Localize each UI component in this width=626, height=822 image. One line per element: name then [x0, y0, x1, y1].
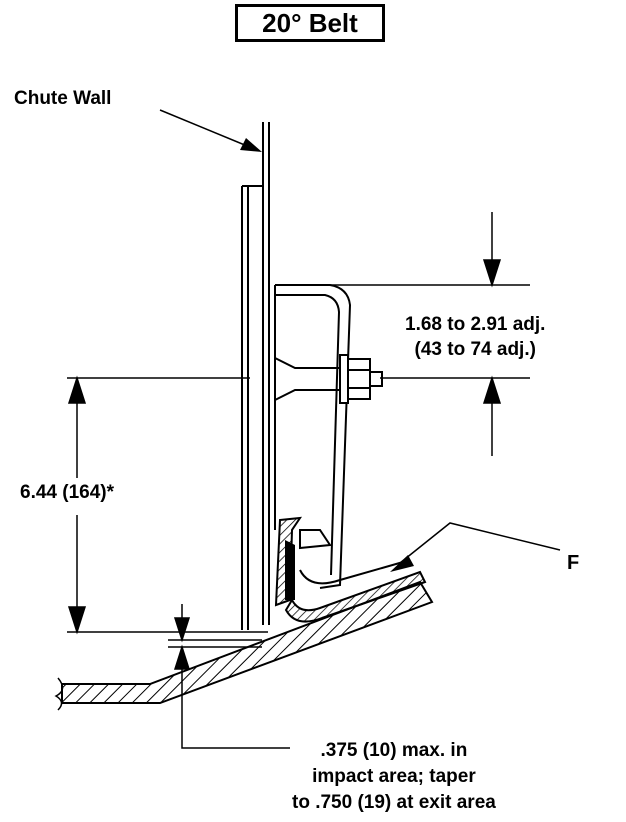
- adjustment-range-dimension-lines: [330, 212, 530, 456]
- adjustment-bolt: [274, 354, 383, 404]
- gap-note-line-2: impact area; taper: [312, 766, 476, 787]
- callout-f-leader: [390, 522, 561, 572]
- gap-note: .375 (10) max. in impact area; taper to …: [292, 738, 496, 816]
- chute-wall-label: Chute Wall: [14, 88, 112, 109]
- gap-note-line-1: .375 (10) max. in: [320, 740, 468, 761]
- height-dimension-lines: [67, 375, 268, 635]
- chute-wall: [262, 122, 270, 625]
- gap-note-line-3: to .750 (19) at exit area: [292, 792, 496, 813]
- diagram-title: 20° Belt: [235, 4, 385, 42]
- adjustment-range-inches: 1.68 to 2.91 adj.: [405, 314, 546, 335]
- gap-dimension-lines: [168, 604, 290, 749]
- belt-break-mark: [54, 677, 64, 711]
- chute-wall-leader: [159, 109, 262, 152]
- adjustment-range-mm: (43 to 74 adj.): [414, 339, 536, 360]
- callout-f-label: F: [567, 552, 580, 574]
- mounting-plate: [241, 185, 263, 630]
- seal-strip: [274, 516, 427, 623]
- height-dimension-label: 6.44 (164)*: [20, 482, 115, 503]
- adjustment-range-dimension: 1.68 to 2.91 adj. (43 to 74 adj.): [405, 312, 545, 362]
